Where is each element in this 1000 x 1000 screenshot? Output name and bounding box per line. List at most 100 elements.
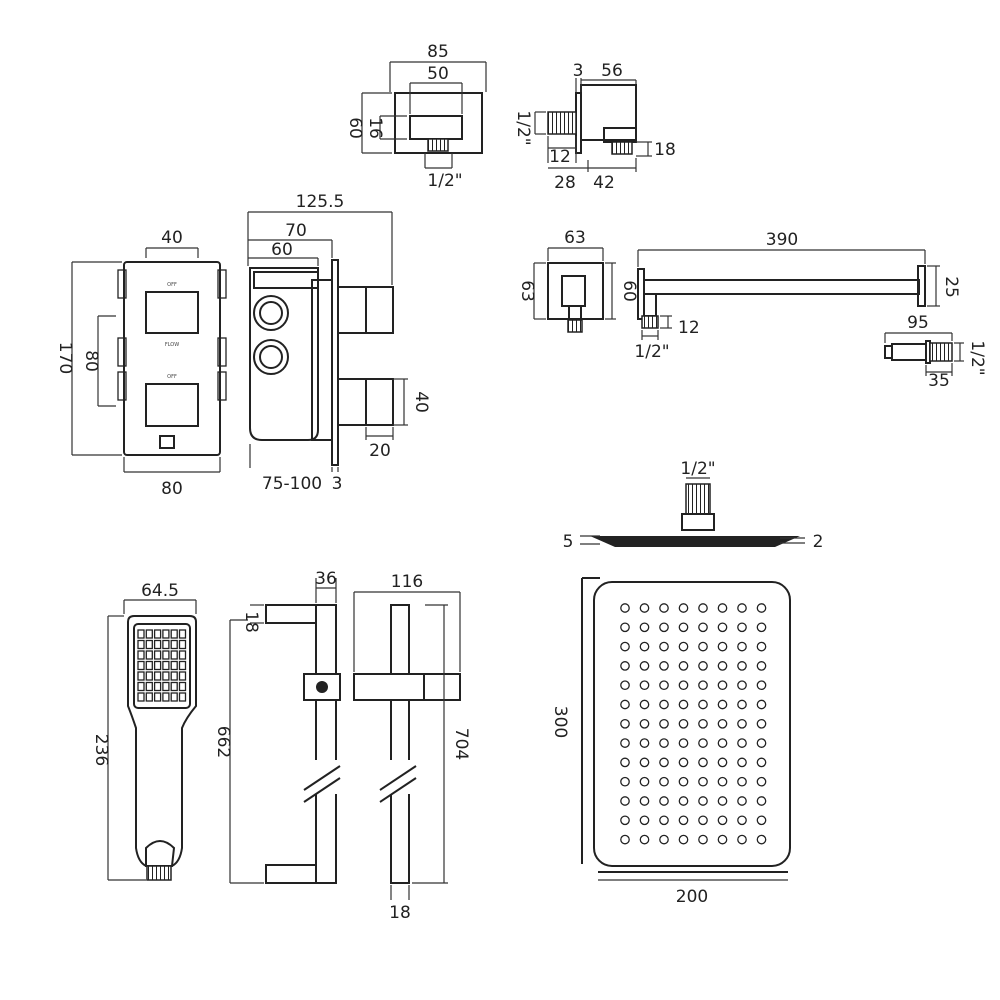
handset-body — [127, 615, 197, 867]
handset-nozzle — [162, 650, 170, 660]
nozzle — [620, 622, 630, 633]
handset-nozzle — [170, 629, 178, 639]
rail-side: 36 18 662 — [213, 569, 346, 884]
nozzle — [756, 661, 767, 671]
handset-nozzle — [137, 681, 145, 692]
dim-outlet-h: 18 — [654, 140, 676, 160]
nozzle — [717, 834, 728, 845]
nozzle — [620, 815, 630, 826]
dim-outlet-side-thread: 1/2" — [513, 110, 533, 145]
hose-connector: 95 1/2" 35 — [884, 313, 987, 391]
head-plate-side — [590, 536, 800, 547]
nozzle — [756, 776, 767, 787]
rail-top-bracket — [265, 604, 317, 624]
nozzle — [737, 738, 747, 748]
valve-side: 125.5 70 60 40 20 75-100 3 — [247, 192, 431, 494]
nozzle — [659, 622, 669, 633]
arm-thread — [641, 315, 659, 329]
nozzle — [620, 699, 630, 710]
nozzle — [678, 776, 689, 787]
nozzle — [620, 776, 630, 787]
nozzle — [698, 796, 708, 806]
elbow-plate — [547, 262, 604, 320]
dim-valve-bottom-width: 80 — [161, 479, 183, 499]
handset-nozzle — [153, 639, 162, 650]
dim-rail-bar: 18 — [389, 903, 411, 923]
handset-nozzle — [137, 692, 145, 702]
handset-nozzle — [145, 660, 153, 671]
valve-body — [249, 267, 319, 441]
nozzle — [678, 834, 689, 845]
dim-head-thickness-left: 5 — [563, 532, 574, 552]
dim-outlet-inner-height: 16 — [365, 117, 385, 139]
nozzle — [756, 699, 767, 710]
wall-outlet-front: 85 50 60 16 1/2" — [345, 42, 487, 191]
wall-outlet-side: 3 56 1/2" 12 18 28 42 — [513, 61, 676, 193]
valve-knob-bottom — [145, 383, 199, 427]
outlet-plate — [394, 92, 483, 154]
dim-valve-plate: 3 — [332, 474, 343, 494]
nozzle — [756, 815, 767, 826]
nozzle — [639, 699, 650, 710]
dim-outlet-outer-width: 85 — [427, 42, 449, 62]
handset-nozzle — [137, 629, 145, 639]
nozzle — [717, 738, 728, 748]
dim-rail-length: 662 — [213, 726, 233, 758]
arm-flange — [917, 265, 926, 307]
nozzle — [717, 680, 728, 691]
dim-connector-thread: 1/2" — [967, 340, 987, 375]
nozzle — [659, 603, 669, 613]
nozzle — [678, 815, 689, 826]
dim-valve-depth-b: 60 — [271, 240, 293, 260]
nozzle — [659, 834, 669, 845]
dim-rail-width: 116 — [391, 572, 423, 592]
handset-nozzle — [153, 692, 162, 702]
outlet-side-body — [580, 84, 637, 141]
handset-nozzle — [170, 650, 178, 660]
handset-nozzle — [178, 671, 187, 681]
nozzle — [737, 757, 747, 768]
dim-arm-thread: 1/2" — [634, 342, 669, 362]
nozzle — [639, 815, 650, 826]
handset-nozzle — [178, 692, 187, 702]
dim-outlet-offset-a: 28 — [554, 173, 576, 193]
handset-nozzle — [162, 681, 170, 692]
nozzle — [717, 718, 728, 729]
nozzle — [678, 603, 689, 613]
dim-valve-depth-total: 125.5 — [296, 192, 345, 212]
nozzle — [678, 680, 689, 691]
rail-front-slider — [353, 673, 461, 701]
nozzle — [717, 776, 728, 787]
dim-elbow-height-right: 60 — [619, 280, 639, 302]
nozzle — [756, 834, 767, 845]
dim-rail-front-length: 704 — [451, 728, 471, 760]
nozzle — [678, 699, 689, 710]
nozzle — [620, 738, 630, 748]
nozzle — [737, 718, 747, 729]
handset-nozzle — [153, 629, 162, 639]
nozzle — [756, 622, 767, 633]
nozzle — [639, 603, 650, 613]
nozzle — [698, 757, 708, 768]
valve-label-bottom: OFF — [167, 374, 177, 380]
elbow-front: 63 63 60 — [517, 228, 639, 333]
elbow-thread — [567, 319, 583, 333]
dim-valve-knob-w: 20 — [369, 441, 391, 461]
handset-nozzle — [178, 681, 187, 692]
dim-outlet-offset-b: 42 — [593, 173, 615, 193]
handset-nozzle — [178, 639, 187, 650]
dim-arm-length: 390 — [766, 230, 798, 250]
nozzle — [678, 661, 689, 671]
nozzle — [717, 622, 728, 633]
nozzle — [756, 718, 767, 729]
nozzle — [678, 622, 689, 633]
nozzle — [698, 661, 708, 671]
nozzle — [737, 661, 747, 671]
handset-nozzle — [170, 639, 178, 650]
nozzle — [756, 796, 767, 806]
nozzle — [639, 776, 650, 787]
nozzle — [659, 776, 669, 787]
nozzle — [756, 641, 767, 652]
valve-port-bottom — [253, 339, 289, 375]
